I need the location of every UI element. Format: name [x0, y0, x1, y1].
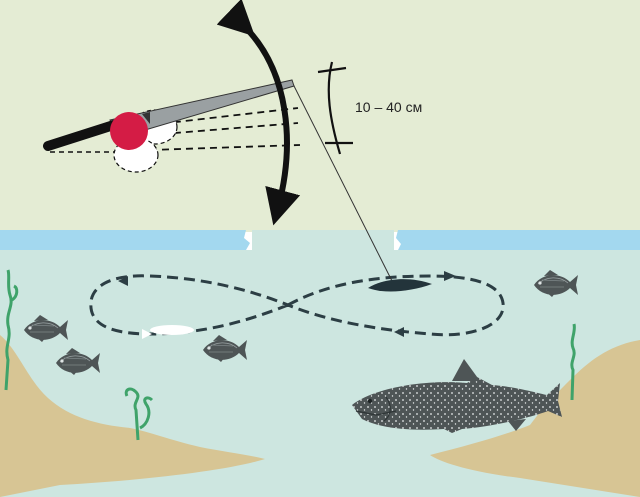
path-arrow-icon	[118, 276, 128, 286]
sky-background	[0, 0, 640, 232]
seaweed-icon	[11, 284, 19, 302]
range-label: 10 – 40 см	[355, 99, 422, 115]
ice-surface-left	[0, 230, 250, 250]
lure-icon	[368, 279, 432, 292]
lure-path	[89, 274, 505, 337]
path-arrow-icon	[142, 329, 152, 339]
seaweed-icon	[124, 387, 154, 441]
ice-surface-right	[396, 230, 640, 250]
seaweed-icon	[570, 323, 576, 401]
path-arrow-icon	[444, 271, 456, 281]
fishing-line	[290, 79, 394, 284]
seabed-left	[0, 335, 265, 497]
seabed-right	[430, 340, 640, 497]
hand-ball	[110, 112, 148, 150]
swing-arc-arrow	[216, 0, 301, 226]
lure-ghost	[150, 325, 194, 335]
ice-hole	[252, 230, 394, 250]
range-tick-top	[317, 66, 347, 74]
rod-handle	[43, 118, 125, 151]
path-arrow-icon	[394, 327, 404, 337]
trout-icon	[352, 359, 562, 433]
seaweed-icon	[4, 269, 13, 391]
reel-icon	[142, 112, 150, 124]
